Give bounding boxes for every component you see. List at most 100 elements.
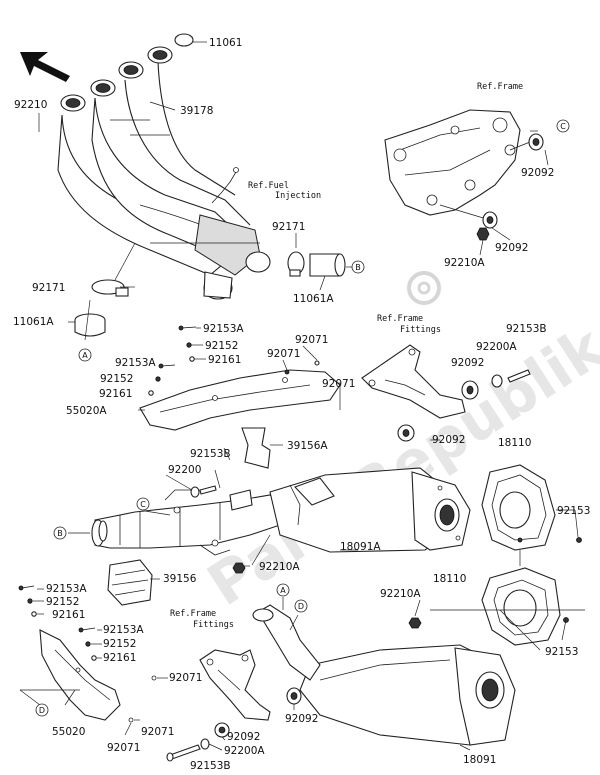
- part-label: 92153A: [203, 323, 244, 335]
- nut-92210a-frame: [476, 227, 490, 241]
- part-label: 92092: [285, 713, 318, 725]
- heat-shield-55020: [39, 629, 121, 721]
- part-label: 92153A: [115, 357, 156, 369]
- exhaust-header-pipes: [57, 33, 271, 300]
- reference-notes: Ref.Frame Ref.Fuel Injection Ref.Frame F…: [170, 82, 523, 630]
- leader-lines: [19, 41, 585, 751]
- lower-link-pipe: [252, 604, 321, 681]
- part-label: 92161: [52, 609, 85, 621]
- front-direction-arrow-icon: [20, 52, 70, 82]
- end-cap-18110-upper: [481, 464, 556, 551]
- part-label: 92071: [267, 348, 300, 360]
- heat-shield-55020a: [139, 369, 341, 431]
- part-label: 92092: [451, 357, 484, 369]
- part-label: 18091: [463, 754, 496, 766]
- connector-11061a-left: [74, 313, 106, 337]
- part-label: 92153A: [46, 583, 87, 595]
- spacer-39156: [107, 559, 153, 606]
- part-label: 92152: [100, 373, 133, 385]
- part-label: 92200A: [224, 745, 265, 757]
- pipe-inlet-flanges: [60, 46, 173, 112]
- svg-text:C: C: [140, 500, 146, 509]
- callout-circle-icon: B: [53, 526, 67, 540]
- part-label: 92071: [169, 672, 202, 684]
- ref-note: Fittings: [193, 620, 234, 630]
- part-label: 92152: [205, 340, 238, 352]
- bolt-92200-mid: [190, 485, 217, 498]
- svg-text:A: A: [280, 586, 286, 595]
- ref-note: Ref.Frame: [477, 82, 523, 92]
- washer-92200a-upper: [491, 374, 503, 388]
- screw-92153-upper: [576, 537, 582, 543]
- damper-92092-lower-a: [286, 687, 302, 705]
- svg-text:C: C: [560, 122, 566, 131]
- ref-note: Injection: [275, 191, 321, 201]
- part-label: 92161: [103, 652, 136, 664]
- part-label: 92210: [14, 99, 47, 111]
- ref-note: Fittings: [400, 325, 441, 335]
- connector-11061a-right: [309, 253, 346, 277]
- svg-text:B: B: [57, 529, 63, 538]
- clamp-92171-right: [287, 251, 305, 277]
- ref-note: Ref.Fuel: [248, 181, 289, 191]
- part-label: 92210A: [259, 561, 300, 573]
- clamp-92171-left: [91, 279, 129, 297]
- part-label: 92092: [227, 731, 260, 743]
- part-label: 92153B: [506, 323, 547, 335]
- part-label: 92200: [168, 464, 201, 476]
- part-label: 92092: [521, 167, 554, 179]
- part-label: 92152: [46, 596, 79, 608]
- callout-circle-icon: B: [351, 260, 365, 274]
- callout-circle-icon: A: [276, 583, 290, 597]
- part-label: 92071: [295, 334, 328, 346]
- part-label: 11061: [209, 37, 242, 49]
- part-label: 55020A: [66, 405, 107, 417]
- part-label: 11061A: [13, 316, 54, 328]
- ref-note: Ref.Frame: [170, 609, 216, 619]
- part-label: 92171: [32, 282, 65, 294]
- nut-92210a-mid: [232, 562, 246, 574]
- part-label: 92200A: [476, 341, 517, 353]
- washer-92200a-lower: [200, 738, 210, 750]
- part-label: 18110: [498, 437, 531, 449]
- frame-fitting-bracket-lower: [199, 649, 271, 721]
- svg-text:A: A: [82, 351, 88, 360]
- svg-text:D: D: [298, 602, 304, 611]
- ref-note: Ref.Frame: [377, 314, 423, 324]
- part-label: 18091A: [340, 541, 381, 553]
- callout-circle-icon: C: [556, 119, 570, 133]
- part-labels: 11061 92210 39178 92092 92092 92210A 921…: [13, 37, 590, 772]
- bolt-92153b-upper: [507, 369, 531, 383]
- muffler-18091: [299, 644, 516, 746]
- callout-circle-icon: D: [35, 703, 49, 717]
- part-label: 92171: [272, 221, 305, 233]
- part-label: 39178: [180, 105, 213, 117]
- callout-circle-icon: D: [294, 599, 308, 613]
- callout-markers: C B A C B A D D: [35, 119, 570, 717]
- part-label: 92153: [545, 646, 578, 658]
- part-label: 92092: [432, 434, 465, 446]
- small-hardware-lower-set: [18, 585, 157, 723]
- part-label: 92161: [99, 388, 132, 400]
- bushing-92092-frame-upper: [528, 133, 544, 151]
- part-label: 39156A: [287, 440, 328, 452]
- callout-circle-icon: A: [78, 348, 92, 362]
- part-label: 11061A: [293, 293, 334, 305]
- svg-text:D: D: [39, 706, 45, 715]
- part-label: 92071: [322, 378, 355, 390]
- part-label: 18110: [433, 573, 466, 585]
- part-label: 92161: [208, 354, 241, 366]
- small-hardware-upper-set: [148, 325, 320, 396]
- damper-92092-lower-b: [214, 722, 230, 738]
- end-cap-18110-lower: [481, 567, 561, 646]
- callout-circle-icon: C: [136, 497, 150, 511]
- damper-92092-upper: [461, 380, 479, 400]
- part-label: 92152: [103, 638, 136, 650]
- mid-pipe-assembly: [91, 489, 286, 556]
- part-label: 92210A: [380, 588, 421, 600]
- part-label: 92153B: [190, 448, 231, 460]
- muffler-18091a: [269, 467, 471, 553]
- svg-text:B: B: [355, 263, 361, 272]
- frame-reference-bracket: [384, 109, 536, 221]
